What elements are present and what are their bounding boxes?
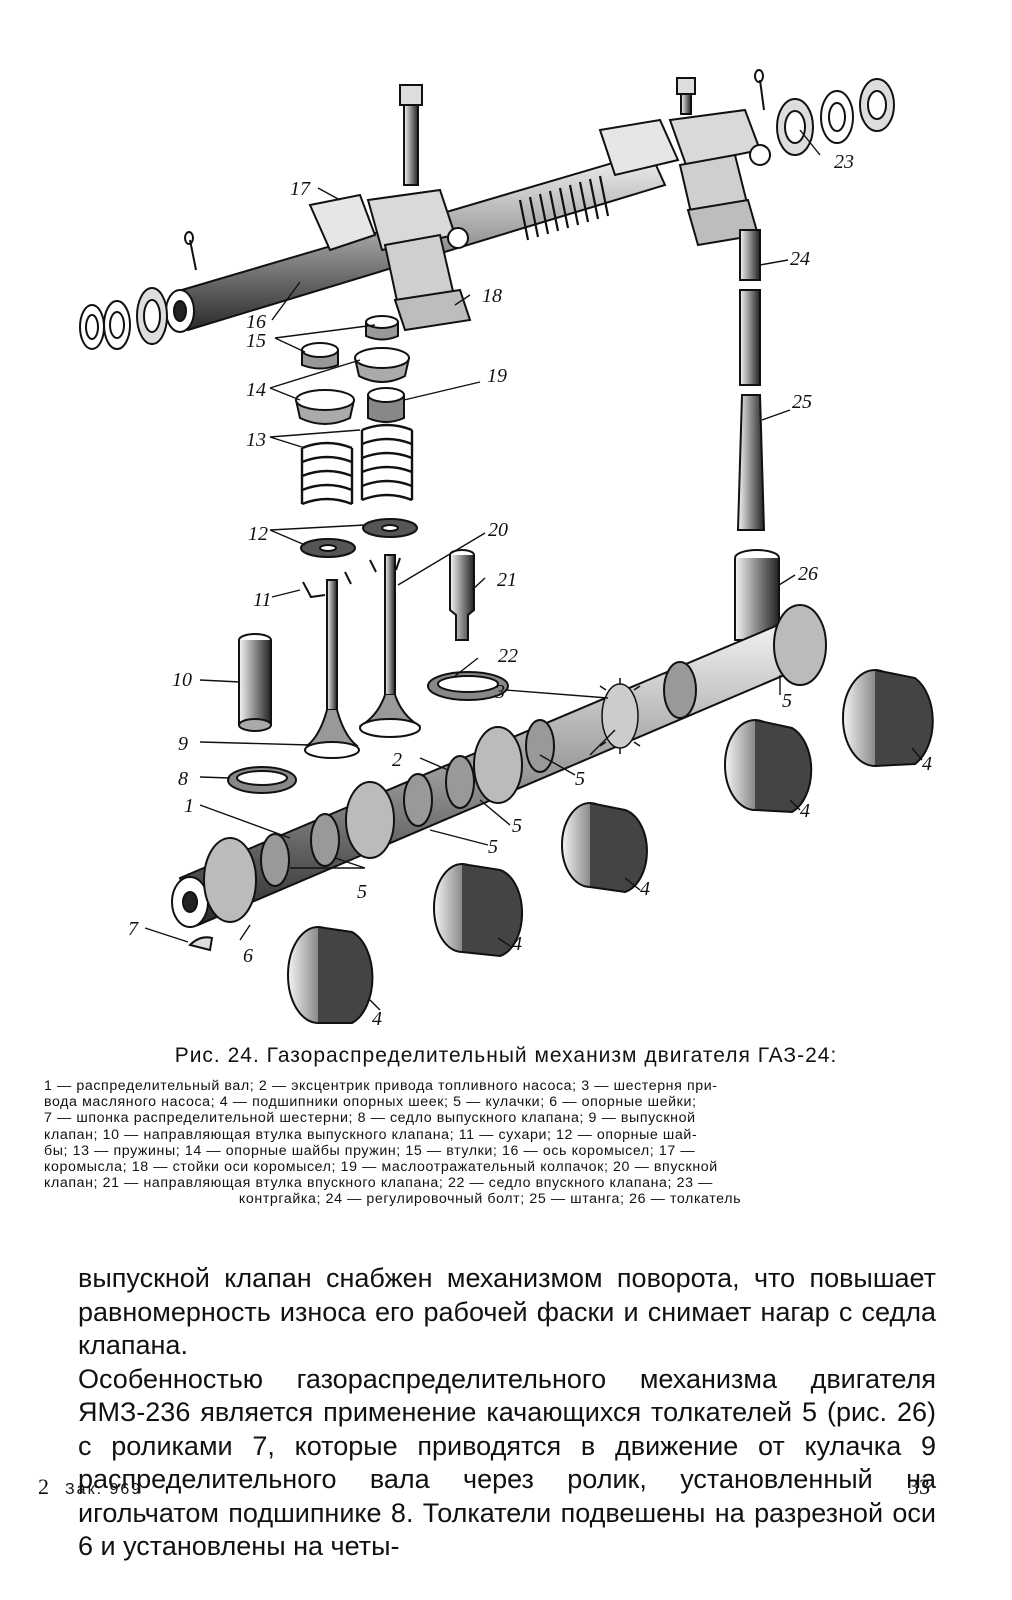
exploded-diagram-valve-train: 1 2 3 4 4 4 4 4 5 5 5 5 5 6 7 8 9 10 11 … — [79, 69, 934, 1030]
camshaft-key — [188, 936, 214, 952]
callout-3: 3 — [494, 681, 505, 703]
legend-line: бы; 13 — пружины; 14 — опорные шайбы пру… — [44, 1142, 696, 1159]
callout-4c: 4 — [640, 878, 650, 900]
adjusting-bolt-right — [676, 77, 696, 115]
callout-23: 23 — [834, 151, 854, 173]
callout-5d: 5 — [575, 768, 585, 790]
callout-13: 13 — [246, 429, 266, 451]
legend-line: контргайка; 24 — регулировочный болт; 25… — [238, 1191, 742, 1208]
figure-legend: 1 — распределительный вал; 2 — эксцентри… — [44, 1078, 936, 1208]
callout-19: 19 — [487, 365, 507, 387]
callout-4d: 4 — [800, 800, 810, 822]
callout-24: 24 — [790, 248, 810, 270]
callout-8: 8 — [178, 768, 188, 790]
shaft-end-washers-right — [776, 78, 895, 156]
leader-lines — [144, 129, 923, 1011]
oil-deflector-cap — [367, 387, 405, 423]
exhaust-valve-seat — [227, 766, 297, 794]
callout-7: 7 — [128, 918, 139, 940]
callout-14: 14 — [246, 379, 266, 401]
callout-5b: 5 — [488, 836, 498, 858]
order-number: Зак. 969 — [65, 1481, 143, 1498]
adjusting-bolt-24 — [739, 229, 761, 281]
support-washers — [300, 518, 418, 558]
callout-21: 21 — [497, 569, 517, 591]
rocker-assembly-right — [598, 108, 771, 247]
callout-11: 11 — [253, 589, 272, 611]
callout-6: 6 — [243, 945, 253, 967]
callout-22: 22 — [498, 645, 518, 667]
bushings — [301, 315, 399, 370]
exhaust-valve — [304, 579, 360, 759]
adjusting-bolt-left — [399, 84, 423, 186]
callout-4a: 4 — [372, 1008, 382, 1030]
camshaft — [171, 604, 827, 928]
callout-4e: 4 — [922, 753, 932, 775]
page-number: 33 — [908, 1474, 930, 1499]
footer-signature: 2 Зак. 969 — [38, 1474, 142, 1500]
callout-5e: 5 — [782, 690, 792, 712]
camshaft-bearings — [287, 669, 934, 1024]
legend-line: коромысла; 18 — стойки оси коромысел; 19… — [44, 1159, 718, 1176]
callout-5c: 5 — [512, 815, 522, 837]
callout-16: 16 — [246, 311, 266, 333]
callout-18: 18 — [482, 285, 502, 307]
legend-line: 1 — распределительный вал; 2 — эксцентри… — [44, 1078, 718, 1094]
intake-valve-guide — [449, 549, 475, 641]
shaft-end-washers-left — [79, 287, 168, 350]
intake-valve — [358, 554, 422, 738]
legend-line: 7 — шпонка распределительной шестерни; 8… — [44, 1110, 696, 1127]
legend-line: клапан; 21 — направляющая втулка впускно… — [44, 1175, 713, 1192]
paragraph: выпускной клапан снабжен механизмом пово… — [78, 1263, 936, 1360]
callout-9: 9 — [178, 733, 188, 755]
body-text: выпускной клапан снабжен механизмом пово… — [78, 1262, 936, 1564]
exhaust-valve-guide — [238, 633, 272, 732]
callout-10: 10 — [172, 669, 192, 691]
pushrod — [736, 289, 766, 531]
intake-valve-seat — [427, 671, 509, 701]
callout-1: 1 — [184, 795, 194, 817]
sheet-number: 2 — [38, 1474, 49, 1499]
rocker-assembly-left — [308, 188, 472, 332]
callout-5a: 5 — [357, 881, 367, 903]
callout-20: 20 — [488, 519, 508, 541]
callout-26: 26 — [798, 563, 818, 585]
paragraph: Особенностью газораспределительного меха… — [78, 1363, 936, 1562]
callout-12: 12 — [248, 523, 268, 545]
callout-25: 25 — [792, 391, 812, 413]
legend-line: вода масляного насоса; 4 — подшипники оп… — [44, 1094, 697, 1111]
callout-15: 15 — [246, 330, 266, 352]
callout-4b: 4 — [512, 933, 522, 955]
legend-line: клапан; 10 — направляющая втулка выпускн… — [44, 1126, 698, 1143]
valve-keepers — [302, 557, 401, 599]
spring-washers — [295, 347, 410, 425]
valve-springs — [300, 423, 414, 506]
figure-caption-title: Рис. 24. Газораспределительный механизм … — [174, 1044, 838, 1067]
callout-2: 2 — [392, 749, 402, 771]
callout-17: 17 — [290, 178, 311, 200]
